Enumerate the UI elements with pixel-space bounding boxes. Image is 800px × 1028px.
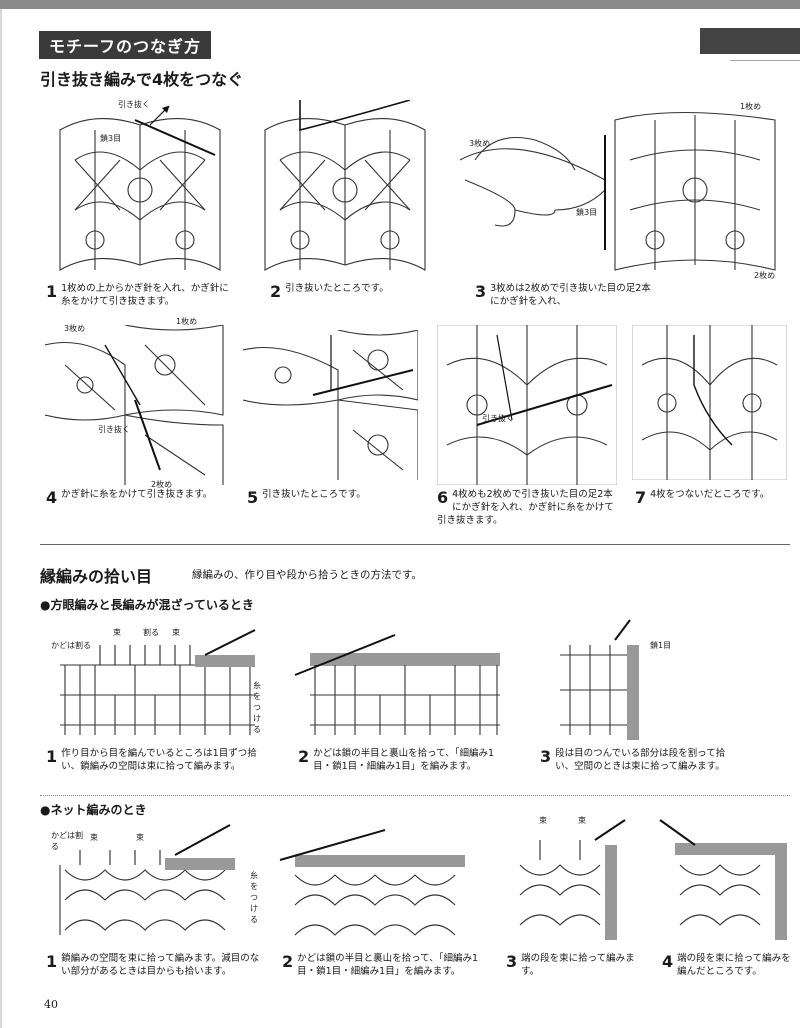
label-kusari3: 鎖3目: [100, 133, 121, 144]
step-number: 3: [540, 747, 551, 767]
label-itotsukeru-2: 糸をつける: [250, 870, 262, 925]
sub1-heading: ●方眼編みと長編みが混ざっているとき: [40, 596, 254, 613]
label-mai1-b: 1枚め: [176, 316, 197, 327]
join-figure-5: [243, 330, 418, 480]
step-number: 2: [282, 952, 293, 972]
step-number: 7: [635, 488, 646, 508]
label-mai3-a: 3枚め: [469, 138, 490, 149]
step-text: 鎖編みの空間を束に拾って編みます。減目のない部分があるときは目からも拾います。: [61, 953, 259, 977]
step-number: 3: [506, 952, 517, 972]
join-step-3: 3 3枚めは2枚めで引き抜いた目の足2本にかぎ針を入れ、: [475, 282, 655, 308]
step-text: 4枚をつないだところです。: [650, 489, 769, 500]
step-number: 4: [46, 488, 57, 508]
join-figure-3: [455, 100, 785, 280]
join-step-6: 6 4枚めも2枚めで引き抜いた目の足2本にかぎ針を入れ、かぎ針に糸をかけて引き抜…: [437, 488, 622, 527]
edge1-step-3: 3 段は目のつんでいる部分は段を割って拾い、空間のときは束に拾って編みます。: [540, 747, 740, 773]
label-kusari1: 鎖1目: [650, 640, 671, 651]
join-figure-7: [632, 325, 787, 480]
edge1-step-2: 2 かどは鎖の半目と裏山を拾って、「細編み1目・鎖1目・細編み1目」を編みます。: [298, 747, 508, 773]
edge-note: 縁編みの、作り目や段から拾うときの方法です。: [192, 567, 422, 582]
step-text: 端の段を束に拾って編みを編んだところです。: [677, 953, 791, 977]
adjacent-page-line: [730, 60, 800, 75]
join-figure-6: [437, 325, 617, 485]
step-text: 4枚めも2枚めで引き抜いた目の足2本にかぎ針を入れ、かぎ針に糸をかけて引き抜きま…: [437, 489, 614, 526]
edge2-figure-2: [275, 825, 475, 940]
join-figure-4: [45, 325, 225, 485]
step-number: 3: [475, 282, 486, 302]
step-text: かどは鎖の半目と裏山を拾って、「細編み1目・鎖1目・細編み1目」を編みます。: [297, 953, 478, 977]
section-title: モチーフのつなぎ方: [39, 31, 211, 59]
step-text: 引き抜いたところです。: [285, 283, 389, 294]
step-text: かどは鎖の半目と裏山を拾って、「細編み1目・鎖1目・細編み1目」を編みます。: [313, 748, 494, 772]
page-number: 40: [44, 998, 58, 1011]
label-waru: 割る: [143, 627, 159, 638]
join-step-2: 2 引き抜いたところです。: [270, 282, 440, 302]
sub2-heading: ●ネット編みのとき: [40, 801, 146, 818]
step-text: 端の段を束に拾って編みます。: [521, 953, 635, 977]
label-hikinuku: 引き抜く: [118, 99, 150, 110]
join-step-7: 7 4枚をつないだところです。: [635, 488, 785, 508]
join-step-4: 4 かぎ針に糸をかけて引き抜きます。: [46, 488, 226, 508]
join-figure-1: [55, 100, 225, 280]
step-number: 1: [46, 747, 57, 767]
sub-divider: [40, 795, 790, 796]
edge2-figure-4: [655, 815, 795, 940]
label-mai3-b: 3枚め: [64, 323, 85, 334]
step-text: 3枚めは2枚めで引き抜いた目の足2本にかぎ針を入れ、: [490, 283, 651, 307]
label-mai1-a: 1枚め: [740, 101, 761, 112]
step-text: かぎ針に糸をかけて引き抜きます。: [61, 489, 212, 500]
label-soku-f: 束: [578, 815, 586, 826]
step-number: 1: [46, 282, 57, 302]
step-number: 2: [298, 747, 309, 767]
label-hikinuku-c: 引き抜く: [482, 413, 514, 424]
edge2-figure-3: [515, 815, 630, 940]
label-kusari3-b: 鎖3目: [576, 207, 597, 218]
page-edge: [0, 9, 2, 1028]
step-text: 引き抜いたところです。: [262, 489, 366, 500]
step-number: 6: [437, 488, 448, 508]
edge1-step-1: 1 作り目から目を編んでいるところは1目ずつ拾い、鎖編みの空間は束に拾って編みま…: [46, 747, 261, 773]
step-number: 2: [270, 282, 281, 302]
label-itotsukeru: 糸をつける: [253, 680, 265, 735]
label-kadowaru: かどは割る: [51, 640, 91, 651]
edge2-step-1: 1 鎖編みの空間を束に拾って編みます。減目のない部分があるときは目からも拾います…: [46, 952, 261, 978]
edge-heading: 縁編みの拾い目: [40, 563, 152, 587]
label-soku-e: 束: [539, 815, 547, 826]
label-soku-d: 束: [136, 832, 144, 843]
step-number: 5: [247, 488, 258, 508]
edge1-figure-2: [285, 625, 510, 740]
label-mai2-a: 2枚め: [754, 270, 775, 281]
adjacent-page-bleed: [700, 28, 800, 54]
step-text: 段は目のつんでいる部分は段を割って拾い、空間のときは束に拾って編みます。: [555, 748, 725, 772]
edge1-figure-3: [555, 615, 655, 745]
edge2-step-2: 2 かどは鎖の半目と裏山を拾って、「細編み1目・鎖1目・細編み1目」を編みます。: [282, 952, 492, 978]
step-number: 1: [46, 952, 57, 972]
label-hikinuku-b: 引き抜く: [98, 424, 130, 435]
section-divider: [40, 544, 790, 545]
join-step-1: 1 1枚めの上からかぎ針を入れ、かぎ針に糸をかけて引き抜きます。: [46, 282, 236, 308]
edge2-step-3: 3 端の段を束に拾って編みます。: [506, 952, 641, 978]
label-soku-b: 束: [172, 627, 180, 638]
join-figure-2: [260, 100, 430, 280]
join-heading: 引き抜き編みで4枚をつなぐ: [40, 66, 243, 90]
label-soku-a: 束: [113, 627, 121, 638]
step-number: 4: [662, 952, 673, 972]
step-text: 1枚めの上からかぎ針を入れ、かぎ針に糸をかけて引き抜きます。: [61, 283, 229, 307]
top-bar: [0, 0, 800, 9]
label-kadowaru-2: かどは割る: [51, 830, 87, 852]
label-soku-c: 束: [90, 832, 98, 843]
edge2-step-4: 4 端の段を束に拾って編みを編んだところです。: [662, 952, 792, 978]
step-text: 作り目から目を編んでいるところは1目ずつ拾い、鎖編みの空間は束に拾って編みます。: [61, 748, 257, 772]
join-step-5: 5 引き抜いたところです。: [247, 488, 417, 508]
